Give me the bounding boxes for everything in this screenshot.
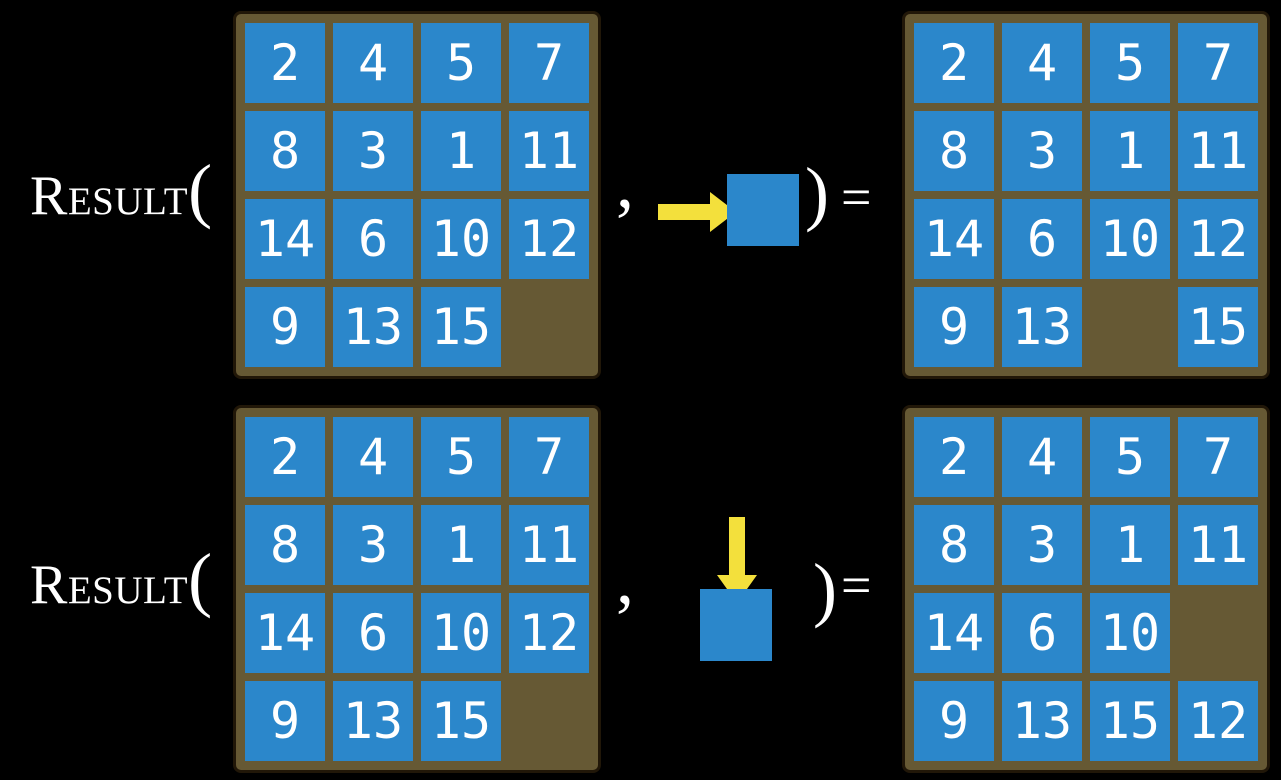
tile-10: 10 <box>1090 199 1170 279</box>
tile-6: 6 <box>1002 593 1082 673</box>
tile-11: 11 <box>509 505 589 585</box>
result-function-name: Result <box>30 165 189 227</box>
tile-9: 9 <box>914 287 994 367</box>
tile-15: 15 <box>1178 287 1258 367</box>
tile-14: 14 <box>245 199 325 279</box>
tile-7: 7 <box>509 23 589 103</box>
tile-3: 3 <box>1002 111 1082 191</box>
tile-1: 1 <box>421 505 501 585</box>
tile-6: 6 <box>333 199 413 279</box>
tile-1: 1 <box>1090 505 1170 585</box>
equals-sign: = <box>841 167 872 227</box>
tile-12: 12 <box>509 593 589 673</box>
blank-cell <box>1090 287 1170 367</box>
tile-8: 8 <box>245 111 325 191</box>
tile-6: 6 <box>333 593 413 673</box>
tile-9: 9 <box>245 681 325 761</box>
comma-separator: , <box>616 143 634 223</box>
tile-7: 7 <box>509 417 589 497</box>
tile-9: 9 <box>245 287 325 367</box>
tile-5: 5 <box>1090 417 1170 497</box>
tile-8: 8 <box>914 505 994 585</box>
tile-4: 4 <box>333 417 413 497</box>
moved-tile-square <box>727 174 799 246</box>
tile-1: 1 <box>1090 111 1170 191</box>
result-function-name: Result <box>30 554 189 616</box>
tile-5: 5 <box>421 23 501 103</box>
tile-11: 11 <box>1178 505 1258 585</box>
tile-8: 8 <box>914 111 994 191</box>
tile-2: 2 <box>245 417 325 497</box>
tile-13: 13 <box>333 287 413 367</box>
tile-8: 8 <box>245 505 325 585</box>
tile-4: 4 <box>333 23 413 103</box>
blank-cell <box>509 681 589 761</box>
tile-4: 4 <box>1002 417 1082 497</box>
tile-10: 10 <box>421 199 501 279</box>
tile-12: 12 <box>1178 199 1258 279</box>
tile-3: 3 <box>333 111 413 191</box>
close-paren: ) <box>813 549 837 629</box>
result-function-label: Result ( <box>30 154 212 228</box>
tile-15: 15 <box>421 681 501 761</box>
tile-13: 13 <box>333 681 413 761</box>
tile-9: 9 <box>914 681 994 761</box>
tile-3: 3 <box>1002 505 1082 585</box>
down-arrow-icon <box>717 517 757 603</box>
tile-13: 13 <box>1002 287 1082 367</box>
tile-14: 14 <box>914 199 994 279</box>
tile-15: 15 <box>421 287 501 367</box>
tile-1: 1 <box>421 111 501 191</box>
moved-tile-square <box>700 589 772 661</box>
comma-separator: , <box>616 539 634 619</box>
open-paren: ( <box>188 539 213 619</box>
tile-11: 11 <box>509 111 589 191</box>
tile-14: 14 <box>914 593 994 673</box>
tile-4: 4 <box>1002 23 1082 103</box>
open-paren: ( <box>188 150 213 230</box>
tile-2: 2 <box>245 23 325 103</box>
result-function-label: Result ( <box>30 543 212 617</box>
equals-sign: = <box>841 555 872 615</box>
tile-7: 7 <box>1178 417 1258 497</box>
tile-7: 7 <box>1178 23 1258 103</box>
blank-cell <box>509 287 589 367</box>
tile-5: 5 <box>421 417 501 497</box>
tile-12: 12 <box>509 199 589 279</box>
tile-2: 2 <box>914 23 994 103</box>
tile-11: 11 <box>1178 111 1258 191</box>
tile-3: 3 <box>333 505 413 585</box>
tile-2: 2 <box>914 417 994 497</box>
tile-13: 13 <box>1002 681 1082 761</box>
tile-5: 5 <box>1090 23 1170 103</box>
tile-15: 15 <box>1090 681 1170 761</box>
tile-10: 10 <box>1090 593 1170 673</box>
tile-12: 12 <box>1178 681 1258 761</box>
blank-cell <box>1178 593 1258 673</box>
right-arrow-icon <box>658 192 736 232</box>
tile-10: 10 <box>421 593 501 673</box>
close-paren: ) <box>805 153 829 233</box>
tile-14: 14 <box>245 593 325 673</box>
tile-6: 6 <box>1002 199 1082 279</box>
